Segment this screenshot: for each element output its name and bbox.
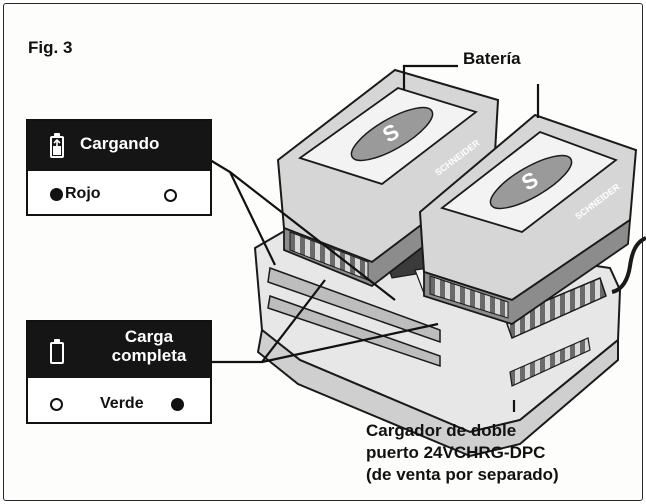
indicator-led-hollow xyxy=(50,398,63,411)
charger-vents xyxy=(504,276,607,387)
charger-callout-line-2: puerto 24VCHRG-DPC xyxy=(366,443,546,462)
legend-complete-header: Carga completa xyxy=(28,322,210,378)
battery-right: S SCHNEIDER xyxy=(418,113,638,325)
indicator-led-hollow xyxy=(164,189,177,202)
legend-complete-title-line-1: Carga xyxy=(124,327,174,346)
legend-charging-title: Cargando xyxy=(80,134,160,153)
figure-label: Fig. 3 xyxy=(28,38,73,57)
legend-complete-title-line-2: completa xyxy=(111,345,187,365)
legend-complete-indicator-label: Verde xyxy=(100,395,144,412)
legend-charging-row: Rojo xyxy=(28,185,210,205)
indicator-led-filled xyxy=(171,398,184,411)
legend-charging-indicator-label: Rojo xyxy=(65,185,101,202)
legend-complete-title: Carga completa xyxy=(94,327,204,365)
battery-empty-outline-icon xyxy=(50,339,64,364)
legend-charging: Cargando Rojo xyxy=(26,119,212,216)
charger-callout-line-1: Cargador de doble xyxy=(366,421,517,440)
legend-complete: Carga completa Verde xyxy=(26,320,212,424)
battery-callout: Batería xyxy=(463,49,521,68)
legend-charging-header: Cargando xyxy=(28,121,210,171)
battery-left: S SCHNEIDER xyxy=(276,68,500,288)
indicator-led-filled xyxy=(50,188,63,201)
battery-charging-icon xyxy=(50,133,64,158)
charger-callout: Cargador de doble puerto 24VCHRG-DPC (de… xyxy=(366,420,559,486)
leader-lines xyxy=(209,64,540,412)
legend-complete-row: Verde xyxy=(28,395,210,415)
charger-callout-line-3: (de venta por separado) xyxy=(366,465,559,484)
